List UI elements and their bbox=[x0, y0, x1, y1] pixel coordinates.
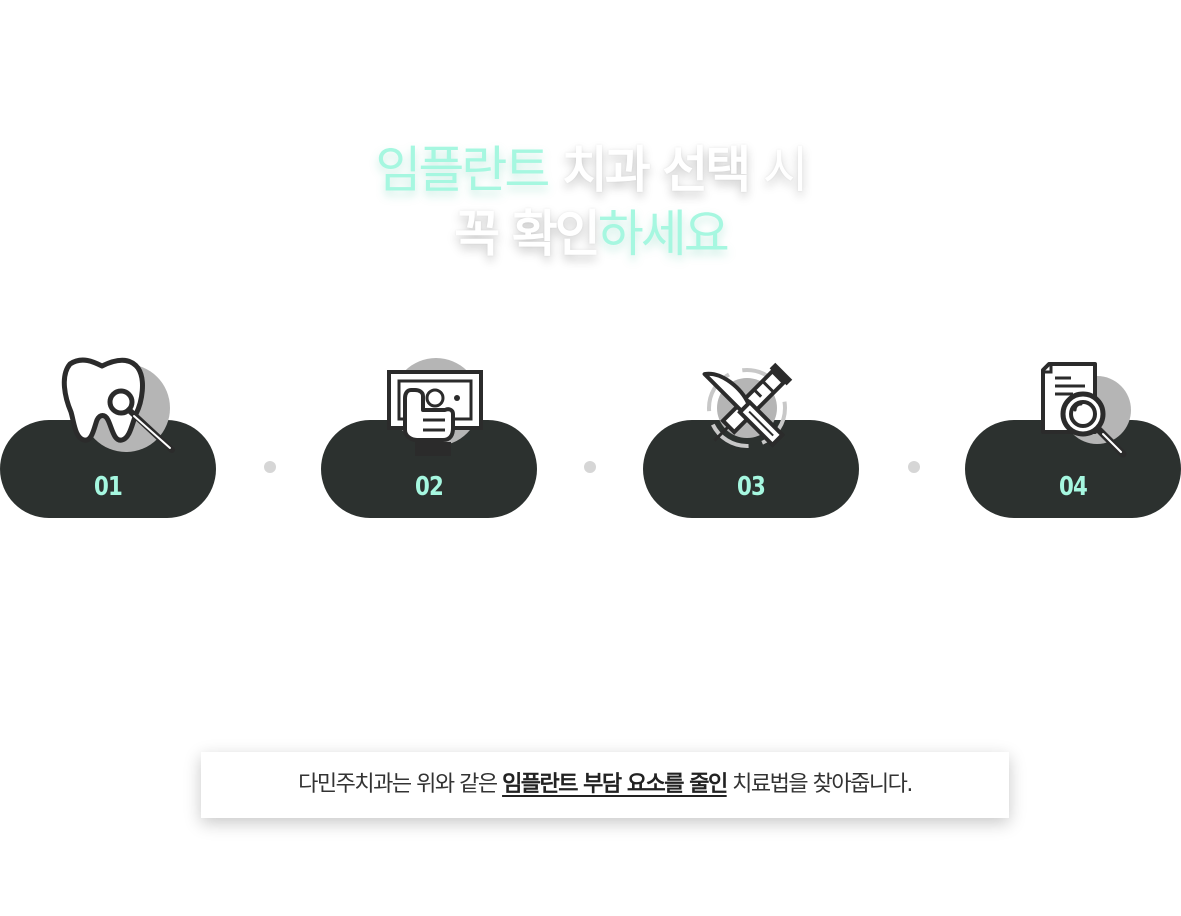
info-note: 다민주치과는 위와 같은 임플란트 부담 요소를 줄인 치료법을 찾아줍니다. bbox=[201, 752, 1009, 818]
step-card-01: 01 bbox=[0, 350, 216, 518]
title-text-3: 꼭 확인 bbox=[454, 205, 600, 263]
title-line-1: 임플란트 치과 선택 시 bbox=[0, 138, 1181, 202]
step-number: 04 bbox=[1058, 472, 1088, 502]
step-card-02: 02 bbox=[321, 350, 537, 518]
title-highlight-2: 하세요 bbox=[597, 205, 730, 263]
tooth-magnifier-icon bbox=[61, 357, 175, 453]
step-number: 02 bbox=[414, 472, 444, 502]
step-separator-dot bbox=[264, 461, 276, 473]
page-title: 임플란트 치과 선택 시 꼭 확인하세요 bbox=[0, 138, 1181, 266]
note-emphasis: 임플란트 부담 요소를 줄인 bbox=[502, 772, 728, 797]
hand-money-icon bbox=[387, 358, 483, 456]
note-text-after: 치료법을 찾아줍니다. bbox=[726, 772, 913, 797]
step-separator-dot bbox=[584, 461, 596, 473]
note-text-before: 다민주치과는 위와 같은 bbox=[298, 772, 503, 797]
step-number: 03 bbox=[736, 472, 766, 502]
document-search-icon bbox=[1041, 362, 1131, 458]
step-number: 01 bbox=[93, 472, 123, 502]
title-line-2: 꼭 확인하세요 bbox=[0, 202, 1181, 266]
step-card-04: 04 bbox=[965, 350, 1181, 518]
step-card-03: 03 bbox=[643, 350, 859, 518]
syringe-scalpel-icon bbox=[702, 362, 793, 448]
title-text-1: 치과 선택 bbox=[561, 141, 751, 199]
step-pill bbox=[965, 420, 1181, 518]
title-highlight-1: 임플란트 bbox=[375, 141, 550, 199]
step-separator-dot bbox=[908, 461, 920, 473]
title-text-2: 시 bbox=[762, 141, 809, 199]
